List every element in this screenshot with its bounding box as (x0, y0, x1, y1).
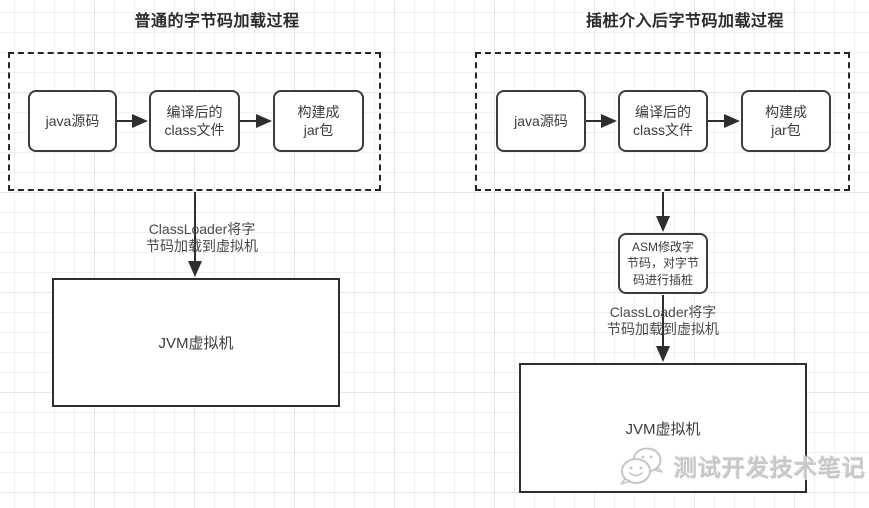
right-jvm-box: JVM虚拟机 (519, 363, 807, 493)
right-node-asm-instrumentation: ASM修改字 节码，对字节 码进行插桩 (618, 233, 708, 294)
left-classloader-label: ClassLoader将字 节码加载到虚拟机 (146, 221, 258, 254)
left-flow-title: 普通的字节码加载过程 (134, 13, 300, 30)
left-node-java-source: java源码 (28, 90, 117, 152)
left-flow-dashed-group (8, 52, 381, 191)
right-node-class-file: 编译后的 class文件 (618, 90, 708, 152)
left-node-class-file: 编译后的 class文件 (149, 90, 240, 152)
left-jvm-box: JVM虚拟机 (52, 278, 340, 407)
right-jvm-label: JVM虚拟机 (625, 420, 701, 438)
watermark: 测试开发技术笔记 (619, 446, 866, 486)
right-node-jar-package: 构建成 jar包 (741, 90, 831, 152)
wechat-chat-bubbles-icon (619, 446, 665, 486)
right-flow-title: 插桩介入后字节码加载过程 (585, 13, 784, 30)
right-node-java-source: java源码 (496, 90, 586, 152)
right-classloader-label: ClassLoader将字 节码加载到虚拟机 (607, 304, 719, 337)
watermark-text: 测试开发技术笔记 (674, 455, 866, 481)
left-node-jar-package: 构建成 jar包 (273, 90, 364, 152)
right-flow-dashed-group (475, 52, 850, 191)
left-jvm-label: JVM虚拟机 (158, 335, 234, 352)
